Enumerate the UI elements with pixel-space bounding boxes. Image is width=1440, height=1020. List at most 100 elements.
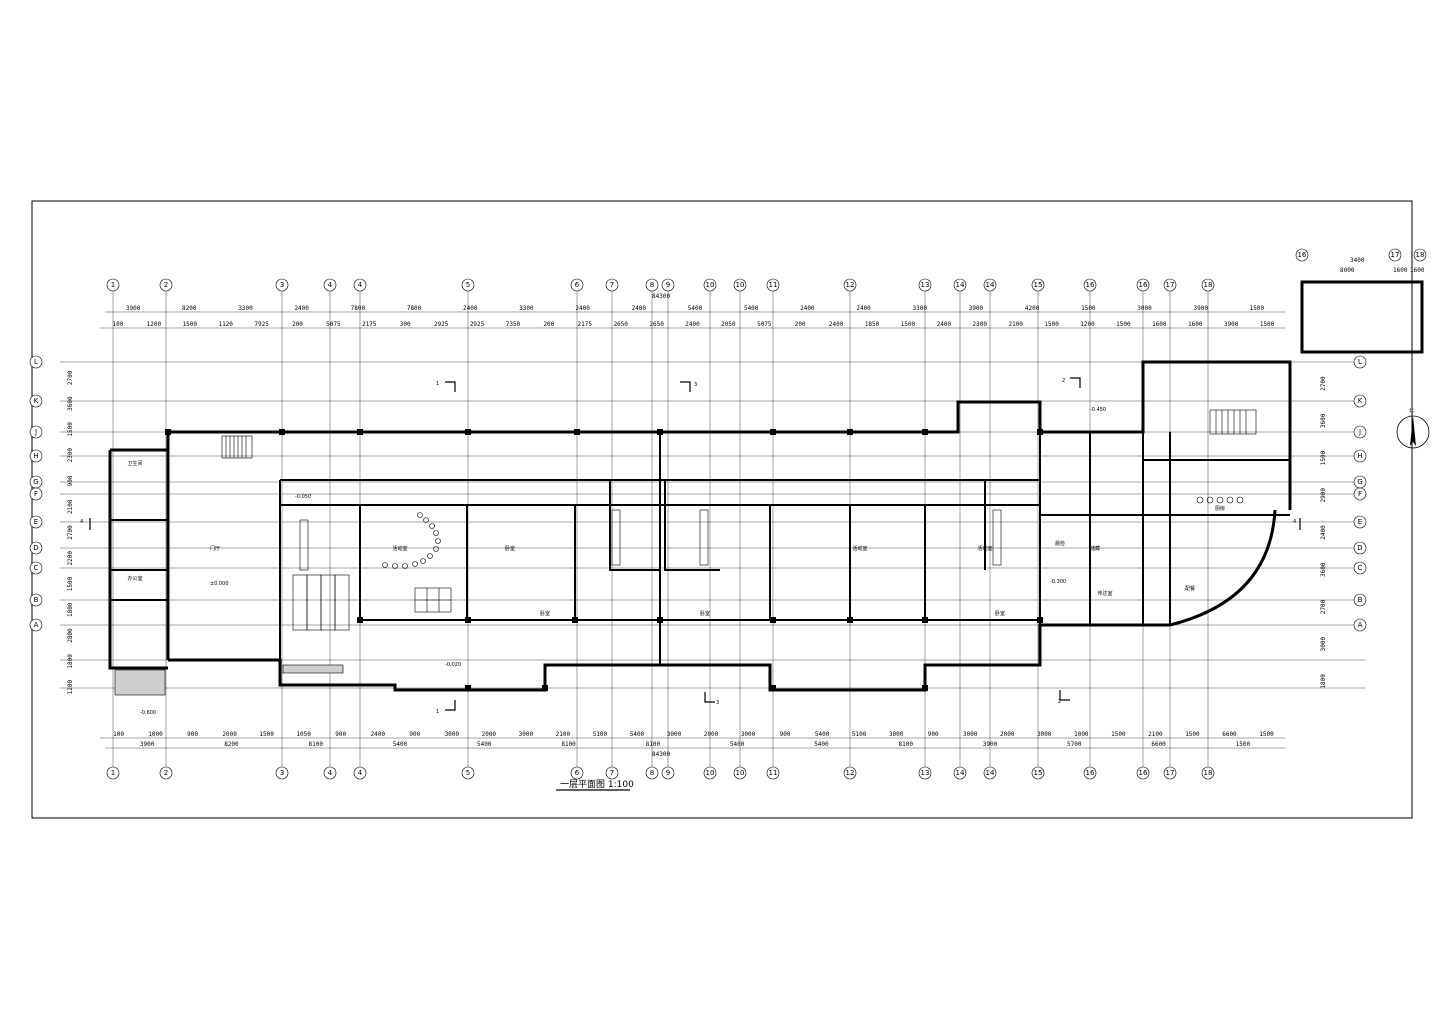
level-mark: -0.600: [140, 710, 156, 716]
column: [770, 685, 776, 691]
axis-label: H: [33, 452, 38, 460]
dimension-value: 2925: [470, 321, 485, 328]
dimension-value: 7800: [407, 305, 422, 312]
axis-bubble: [703, 278, 717, 292]
axis-label: 4: [328, 769, 333, 777]
dimension-value: 3600: [1320, 413, 1327, 428]
dimension-value: 6600: [1151, 741, 1166, 748]
dimension-value: 8100: [308, 741, 323, 748]
axis-label: F: [34, 490, 38, 498]
axis-label: 18: [1416, 251, 1425, 259]
dimension-value: 2400: [1320, 525, 1327, 540]
axis-bubble: [1083, 278, 1097, 292]
column: [657, 429, 663, 435]
axis-label: 13: [921, 281, 930, 289]
dimension-value: 1500: [1250, 305, 1265, 312]
axis-bubble: [605, 278, 619, 292]
axis-bubble: [29, 425, 43, 439]
axis-label: 16: [1139, 769, 1148, 777]
dimension-value: 300: [400, 321, 411, 328]
dimension-value: 3300: [238, 305, 253, 312]
dimension-value: 1500: [1260, 321, 1275, 328]
column: [847, 429, 853, 435]
axis-label: 11: [769, 769, 778, 777]
dimension-value: 3900: [140, 741, 155, 748]
axis-bubble: [1353, 394, 1367, 408]
dimension-value: 3000: [519, 731, 534, 738]
dimension-value: 100: [113, 321, 124, 328]
dimension-value: 2000: [222, 731, 237, 738]
axis-label: K: [1358, 397, 1363, 405]
dimension-value: 900: [187, 731, 198, 738]
column: [657, 617, 663, 623]
dimension-value: 3300: [519, 305, 534, 312]
axis-label: 4: [358, 769, 363, 777]
dimension-value: 2700: [67, 525, 74, 540]
axis-label: 5: [466, 281, 470, 289]
axis-label: 5: [466, 769, 470, 777]
stair-top: [221, 435, 253, 459]
axis-label: 4: [358, 281, 363, 289]
dimension-value: 1500: [1111, 731, 1126, 738]
axis-label: 1: [111, 769, 115, 777]
axis-bubble: [1031, 766, 1045, 780]
dimension-value: 2400: [575, 305, 590, 312]
dimension-value: 2200: [67, 551, 74, 566]
north-arrow: 北: [1396, 407, 1430, 449]
dimension-value: 1500: [1185, 731, 1200, 738]
seating-arc: [382, 496, 1244, 569]
dimension-value: 8200: [182, 305, 197, 312]
column: [465, 617, 471, 623]
column: [770, 617, 776, 623]
axis-label: 16: [1086, 769, 1095, 777]
level-mark: -0.300: [1050, 579, 1066, 585]
dimension-value: 2300: [67, 448, 74, 463]
dimension-value: 5400: [814, 741, 829, 748]
dimension-value: 3000: [1137, 305, 1152, 312]
dimension-value: 8100: [561, 741, 576, 748]
axis-label: K: [34, 397, 39, 405]
dimension-value: 2900: [1320, 488, 1327, 503]
dimension-value: 900: [409, 731, 420, 738]
dimension-value: 1500: [1320, 450, 1327, 465]
axis-bubble: [1353, 561, 1367, 575]
axis-bubble: [29, 618, 43, 632]
dimension-value: 1000: [148, 731, 163, 738]
dimension-value: 1200: [1080, 321, 1095, 328]
interior-walls: [110, 432, 1290, 665]
dimension-value: 900: [67, 475, 74, 486]
column: [922, 617, 928, 623]
axis-bubble: [918, 278, 932, 292]
axis-label: 8: [650, 281, 654, 289]
dimension-value: 5075: [757, 321, 772, 328]
axis-bubble: [661, 766, 675, 780]
dimension-value: 2400: [371, 731, 386, 738]
axis-bubble: [645, 766, 659, 780]
dimension-value: 5075: [326, 321, 341, 328]
axis-label: 16: [1139, 281, 1148, 289]
dimension-value: 3000: [889, 731, 904, 738]
column: [465, 685, 471, 691]
column: [357, 429, 363, 435]
dimension-value: 900: [780, 731, 791, 738]
dimension-value: 5400: [744, 305, 759, 312]
axis-label: 2: [164, 281, 168, 289]
dimension-value: 2925: [434, 321, 449, 328]
axis-label: 3: [280, 281, 284, 289]
level-mark: -0.450: [1090, 407, 1106, 413]
column: [465, 429, 471, 435]
dimension-value: 2400: [294, 305, 309, 312]
dimension-value: 5400: [477, 741, 492, 748]
axis-label: 10: [706, 769, 715, 777]
hatched-area-2: [282, 664, 344, 674]
dimension-value: 1800: [67, 602, 74, 617]
dimension-value: 5700: [1067, 741, 1082, 748]
dimension-value: 1200: [147, 321, 162, 328]
axis-bubble: [159, 766, 173, 780]
axis-label: D: [1357, 544, 1362, 552]
level-mark: -0.050: [295, 494, 311, 500]
axis-bubble: [570, 766, 584, 780]
axis-bubble: [461, 278, 475, 292]
column: [279, 429, 285, 435]
section-label-1a: 1: [436, 381, 439, 387]
